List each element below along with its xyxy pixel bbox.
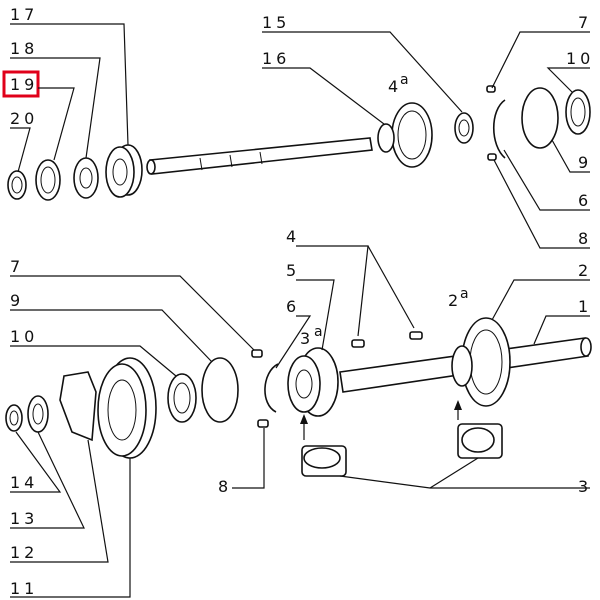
key-4-right — [409, 331, 423, 340]
gear-2a — [451, 317, 511, 407]
synchro-ring-6-bottom — [264, 363, 279, 413]
label-15: 15 — [262, 13, 290, 32]
label-16: 16 — [262, 49, 290, 68]
upper-callouts: 17 18 19 20 15 16 4 a 7 10 9 6 8 — [2, 5, 594, 249]
key-8-top — [487, 153, 497, 161]
label-6-bottom: 6 — [286, 297, 300, 316]
key-8-bottom — [257, 419, 269, 428]
hub-12 — [59, 371, 97, 442]
label-4: 4 — [286, 227, 300, 246]
ring-10-top — [565, 89, 591, 135]
label-11: 11 — [10, 579, 38, 598]
sleeve-11 — [97, 357, 157, 459]
label-6-top: 6 — [578, 191, 592, 210]
ring-10-bottom — [167, 373, 197, 423]
label-2: 2 — [578, 261, 592, 280]
label-9-bottom: 9 — [10, 291, 24, 310]
label-19: 19 — [10, 75, 38, 94]
spring-9-top — [521, 87, 559, 149]
needle-bearing-15 — [454, 112, 474, 144]
label-7-bottom: 7 — [10, 257, 24, 276]
synchro-ring-6-top — [493, 99, 506, 159]
label-7-top: 7 — [578, 13, 592, 32]
label-12: 12 — [10, 543, 38, 562]
label-2a: 2 — [448, 291, 462, 310]
label-2a-suffix: a — [460, 286, 469, 302]
needle-bearing-3-right — [457, 423, 503, 459]
label-10-top: 10 — [566, 49, 594, 68]
label-9-top: 9 — [578, 153, 592, 172]
label-18: 18 — [10, 39, 38, 58]
key-7-top — [486, 85, 496, 93]
label-17: 17 — [10, 5, 38, 24]
ring-13 — [27, 395, 49, 433]
label-19-highlight-box — [2, 70, 40, 98]
label-4a-suffix: a — [400, 72, 409, 88]
gear-3a — [287, 347, 339, 417]
key-4-left — [351, 339, 365, 348]
upper-shaft-assembly — [7, 85, 591, 201]
label-3a-suffix: a — [314, 324, 323, 340]
lower-shaft-assembly — [5, 317, 592, 477]
label-3a: 3 — [300, 329, 314, 348]
label-3: 3 — [578, 477, 592, 496]
needle-bearing-3-left — [301, 445, 347, 477]
spring-9-bottom — [201, 357, 239, 423]
label-14: 14 — [10, 473, 38, 492]
nut-18 — [73, 157, 99, 199]
label-8-bottom: 8 — [218, 477, 232, 496]
label-10-bottom: 10 — [10, 327, 38, 346]
bearing-17 — [105, 144, 143, 198]
label-8-top: 8 — [578, 229, 592, 248]
ring-19 — [35, 159, 61, 201]
lower-callouts: 4 5 7 9 6 10 3 a 2 2 a 1 14 13 12 11 8 3 — [10, 227, 592, 598]
washer-20 — [7, 170, 27, 200]
label-4a: 4 — [388, 77, 402, 96]
label-1: 1 — [578, 297, 592, 316]
gear-4a — [377, 102, 433, 168]
label-20: 20 — [10, 109, 38, 128]
label-13: 13 — [10, 509, 38, 528]
key-7-bottom — [251, 349, 263, 358]
washer-14 — [5, 404, 23, 432]
label-5: 5 — [286, 261, 300, 280]
